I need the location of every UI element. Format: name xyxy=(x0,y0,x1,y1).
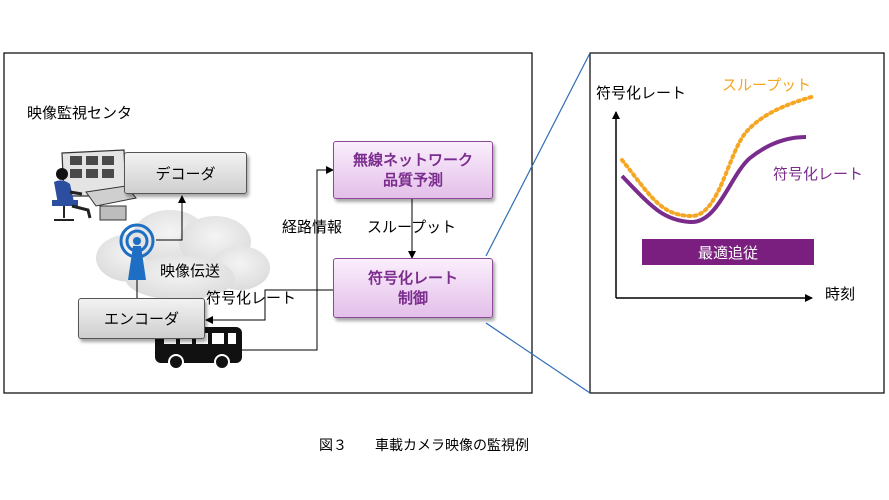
decoder-label: デコーダ xyxy=(155,164,216,183)
network-cloud xyxy=(96,210,270,300)
encoding-rate-label: 符号化レート xyxy=(206,289,297,307)
graph-x-axis-label: 時刻 xyxy=(825,285,856,303)
encoding-rate-curve xyxy=(620,135,807,225)
arrow-antenna-to-decoder xyxy=(156,195,186,241)
monitoring-frame xyxy=(3,52,533,394)
decoder-box: デコーダ xyxy=(124,152,247,194)
arrow-rate-to-encoder xyxy=(205,289,333,324)
antenna-icon xyxy=(119,223,155,280)
zoom-line-bottom xyxy=(485,322,591,394)
operator-icon xyxy=(52,168,92,221)
graph-y-axis-label: 符号化レート xyxy=(596,84,687,102)
graph-frame xyxy=(589,52,885,394)
wireless-box-line1: 無線ネットワーク xyxy=(352,151,473,169)
wireless-quality-box: 無線ネットワーク 品質予測 xyxy=(333,141,493,199)
encoder-label: エンコーダ xyxy=(103,310,179,328)
throughput-label: スループット xyxy=(367,218,457,236)
rate-series-label: 符号化レート xyxy=(773,165,864,183)
rate-box-line2: 制御 xyxy=(397,289,428,307)
throughput-curve xyxy=(620,94,817,219)
optimal-tracking-label: 最適追従 xyxy=(642,239,814,265)
operator-console-icon xyxy=(61,149,137,221)
route-info-label: 経路情報 xyxy=(282,218,343,236)
center-label: 映像監視センタ xyxy=(27,104,133,122)
zoom-line-top xyxy=(485,52,591,257)
rate-box-line1: 符号化レート xyxy=(367,269,458,287)
wireless-box-line2: 品質予測 xyxy=(382,171,443,189)
throughput-series-label: スループット xyxy=(722,76,812,94)
figure-caption: 図３ 車載カメラ映像の監視例 xyxy=(319,438,529,454)
video-transmission-label: 映像伝送 xyxy=(160,262,221,280)
encoder-box: エンコーダ xyxy=(78,298,205,339)
arrow-bus-to-wireless xyxy=(242,166,334,351)
optimal-tracking-text: 最適追従 xyxy=(697,243,758,262)
rate-control-box: 符号化レート 制御 xyxy=(333,258,493,318)
